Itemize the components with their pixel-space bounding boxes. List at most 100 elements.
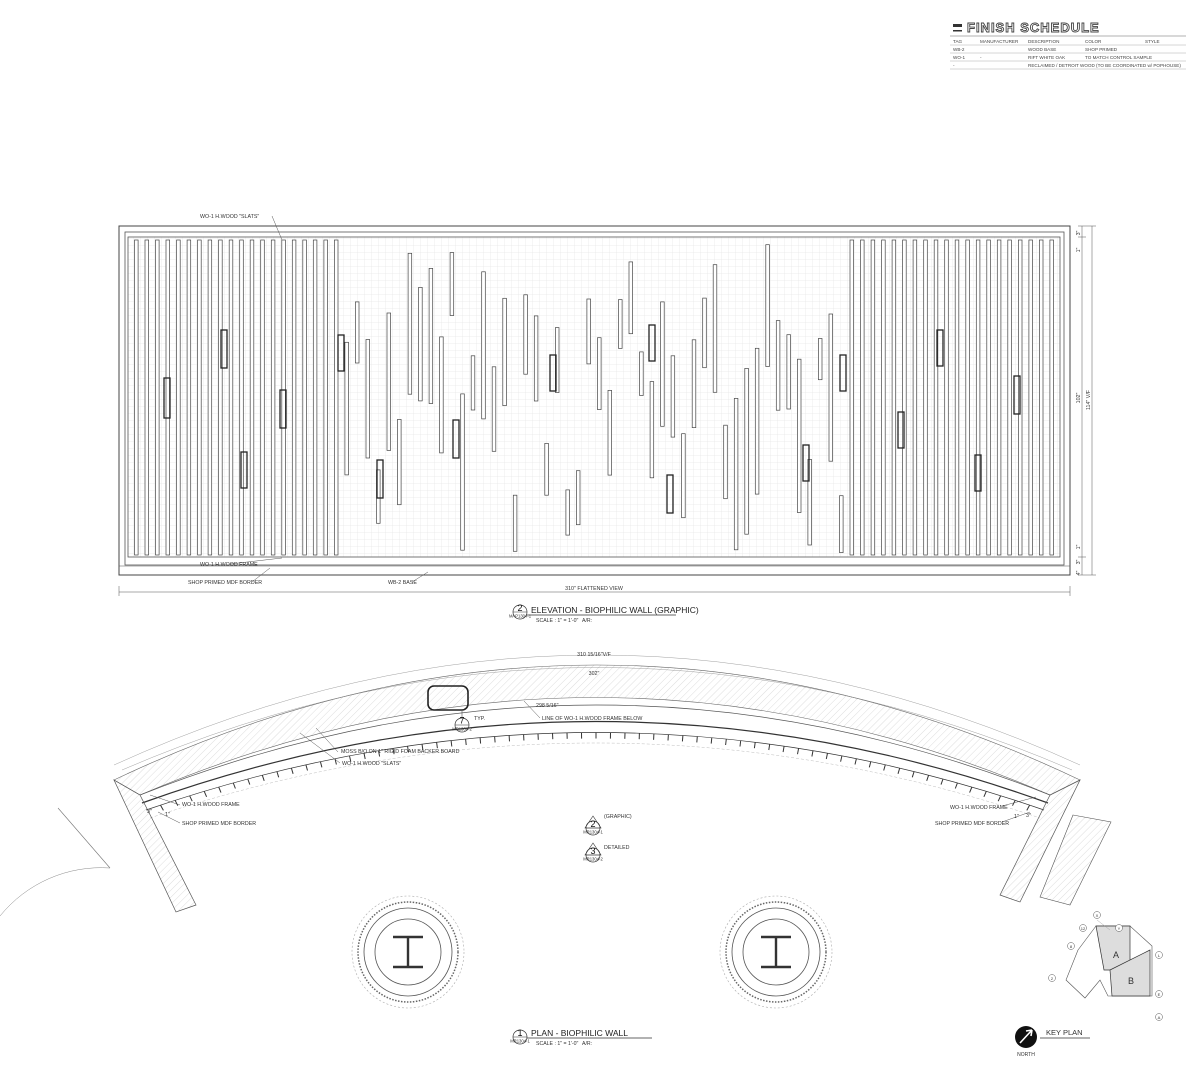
curved-wall-section [113,664,1081,796]
table-cell: RIFT WHITE OAK [1028,55,1066,60]
wood-slat [197,239,202,556]
note-plan-slats: WO-1 H.WOOD "SLATS" [342,761,401,767]
plan-slat-ribs [160,732,1031,811]
wood-slat [765,244,770,367]
wood-slat [723,424,728,500]
wood-slat [502,297,507,406]
wood-slat [786,334,791,410]
slat-clip [648,324,656,362]
plan-slat-rib [392,748,395,755]
plan-slat-rib [247,778,251,785]
plan-title-block: 1 MR1304-1 PLAN - BIOPHILIC WALL SCALE :… [510,1028,652,1047]
key-plan: A B X Y 12 8 L 2 E A KEY PLAN NORTH [1015,911,1163,1058]
column-left [351,895,465,1009]
wood-slat [407,252,413,395]
plan-slat-rib [305,764,308,771]
wood-slat [302,239,307,556]
ref-label: (GRAPHIC) [604,814,632,820]
plan-slat-rib [768,744,771,751]
plan-slat-rib [1026,804,1031,811]
wood-slat [460,393,465,551]
plan-slat-rib [883,764,886,771]
wood-slat [512,494,518,552]
wood-slat [565,489,570,536]
plan-slat-rib [276,771,280,778]
left-end-wall [113,779,197,913]
key-label-a: A [1113,950,1119,960]
detail-callout-box [427,685,469,711]
ref-number: 2 [590,819,595,829]
wood-slat [975,239,981,556]
note-moss: MOSS B/O ON 1" RIGID FOAM BACKER BOARD [341,749,460,755]
wood-slat [775,320,781,411]
inner-height-dimension: 102" [1076,393,1082,404]
ref-sheet: MR1304-1 [583,830,603,835]
wood-slat [607,390,612,476]
bottom-border-dimension: 3" [1076,559,1082,564]
plan-slat-rib [969,786,973,793]
grid-label: 12 [1081,926,1086,931]
finish-schedule-title: FINISH SCHEDULE [967,20,1100,35]
right-end-wall [999,779,1081,903]
elevation-sheet-ref: MAP1304-1 [509,614,532,619]
column-right [719,895,833,1009]
wood-slat [481,271,486,420]
column-header: STYLE [1145,39,1160,44]
wood-slat [902,239,907,556]
callout-7-ref: MR1304-2 [452,727,472,732]
wood-slat [144,239,149,556]
elevation-title-block: 2 MAP1304-1 ELEVATION - BIOPHILIC WALL (… [509,603,699,624]
note-base: WB-2 BASE [388,580,417,586]
wood-slat [996,239,1002,556]
plan-slat-rib [782,746,785,753]
wood-slat [954,239,960,556]
wood-slat [270,239,276,556]
slat-clip [452,419,460,459]
slat-clip [549,354,557,392]
wood-slat [218,239,223,556]
column-header: COLOR [1085,39,1102,44]
table-cell: - [980,55,982,60]
ref-sheet: MR1304-2 [583,857,603,862]
plan-slat-rib [232,782,236,789]
ref-bubble-detailed: 3 MR1304-2 DETAILED [583,842,630,863]
wood-slat [912,239,918,556]
plan-slat-rib [189,795,193,802]
wood-slat [944,239,949,556]
slat-clip [897,411,905,449]
wood-slat [323,239,328,556]
wood-slat [839,495,844,553]
grid-label: 2 [1051,976,1054,981]
plan-slat-rib [983,791,987,797]
plan-slat-rib [218,786,222,793]
door-swing-left [0,867,111,917]
plan-drawing: 310 15/16"V/F 302" 298 5/16" 7 MR1304-2 … [0,652,1112,1009]
wood-slat [597,337,602,410]
grid-label: X [1096,913,1099,918]
wood-slat [239,239,244,556]
plan-slat-rib [363,753,366,760]
grid-label: 8 [1070,944,1073,949]
wood-slat [470,355,476,411]
plan-slat-rib [681,735,684,742]
wood-slat [618,299,623,349]
dim-1-right: 1" [1014,814,1019,820]
wood-slat [712,264,718,393]
wood-slat [576,470,581,526]
schedule-row: WO-1 - RIFT WHITE OAK TO MATCH CONTROL S… [953,55,1152,60]
key-label-b: B [1128,976,1134,986]
wood-slat [397,419,402,506]
plan-slat-rib [407,746,409,753]
note-plan-border-left: SHOP PRIMED MDF BORDER [182,821,256,827]
ref-bubble-graphic: 2 MR1304-1 (GRAPHIC) [583,814,632,836]
note-frame: WO-1 H.WOOD FRAME [200,562,258,568]
steel-beam-icon [393,935,423,969]
grid-bubbles: X Y 12 8 L 2 E A [1048,911,1163,1021]
plan-inner-dimension: 298 5/16" [536,703,559,709]
plan-slat-rib [203,791,208,797]
wood-slat [523,294,528,375]
wood-slat [428,268,434,404]
dim-1-left: 1" [165,812,170,818]
plan-slat-rib [897,767,901,774]
